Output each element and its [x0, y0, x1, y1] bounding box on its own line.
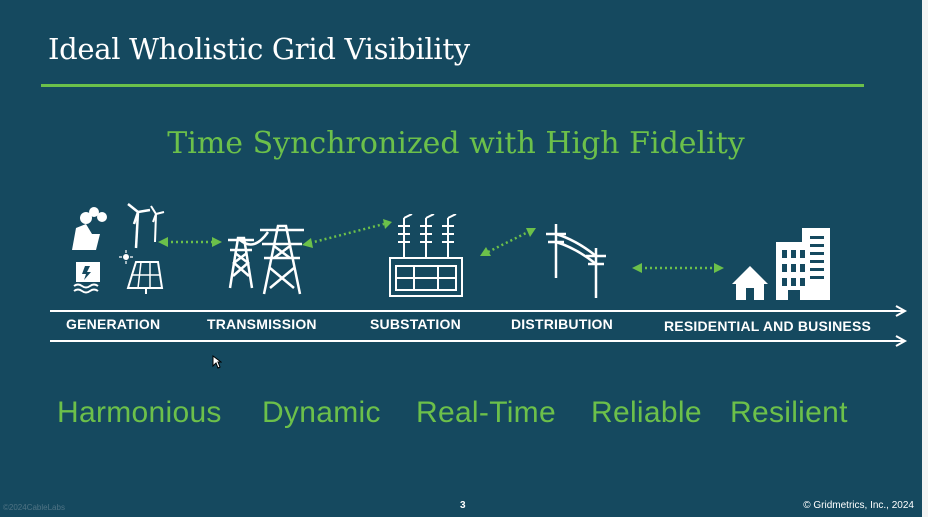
arrowhead [158, 237, 168, 247]
slide-subtitle: Time Synchronized with High Fidelity [167, 126, 745, 161]
arrowhead [632, 263, 642, 273]
arrowhead [480, 247, 491, 256]
watermark-text: ©2024CableLabs [3, 503, 65, 512]
utility-pole-icon [546, 224, 606, 298]
stage-label-transmission: TRANSMISSION [207, 316, 317, 332]
lower-axis-arrowhead [895, 335, 908, 347]
mouse-cursor-icon [212, 355, 222, 369]
window-edge-strip [922, 0, 928, 517]
arrowhead [526, 228, 536, 237]
title-underline [41, 84, 864, 87]
transmission-tower-icon [228, 224, 304, 295]
slide-title: Ideal Wholistic Grid Visibility [48, 32, 470, 66]
attribute-resilient: Resilient [730, 396, 848, 429]
stage-label-substation: SUBSTATION [370, 316, 461, 332]
house-and-building-icon [732, 228, 830, 300]
attribute-dynamic: Dynamic [262, 396, 381, 429]
upper-axis-arrowhead [895, 305, 908, 317]
arrowhead [212, 237, 222, 247]
trans-sub-connector [309, 222, 385, 245]
stage-label-residential-business: RESIDENTIAL AND BUSINESS [664, 318, 872, 334]
stage-label-generation: GENERATION [66, 316, 161, 332]
arrowhead [302, 238, 313, 248]
arrowhead [383, 219, 392, 229]
attribute-real-time: Real-Time [416, 396, 556, 429]
attribute-reliable: Reliable [591, 396, 702, 429]
copyright-text: © Gridmetrics, Inc., 2024 [803, 500, 914, 511]
substation-icon [389, 214, 463, 297]
attribute-list: Harmonious Dynamic Real-Time Reliable Re… [0, 396, 922, 440]
page-number: 3 [460, 500, 466, 511]
power-generation-icon [72, 203, 165, 294]
stage-label-distribution: DISTRIBUTION [511, 316, 613, 332]
attribute-harmonious: Harmonious [57, 396, 222, 429]
arrowhead [714, 263, 724, 273]
sub-dist-connector [487, 230, 529, 254]
